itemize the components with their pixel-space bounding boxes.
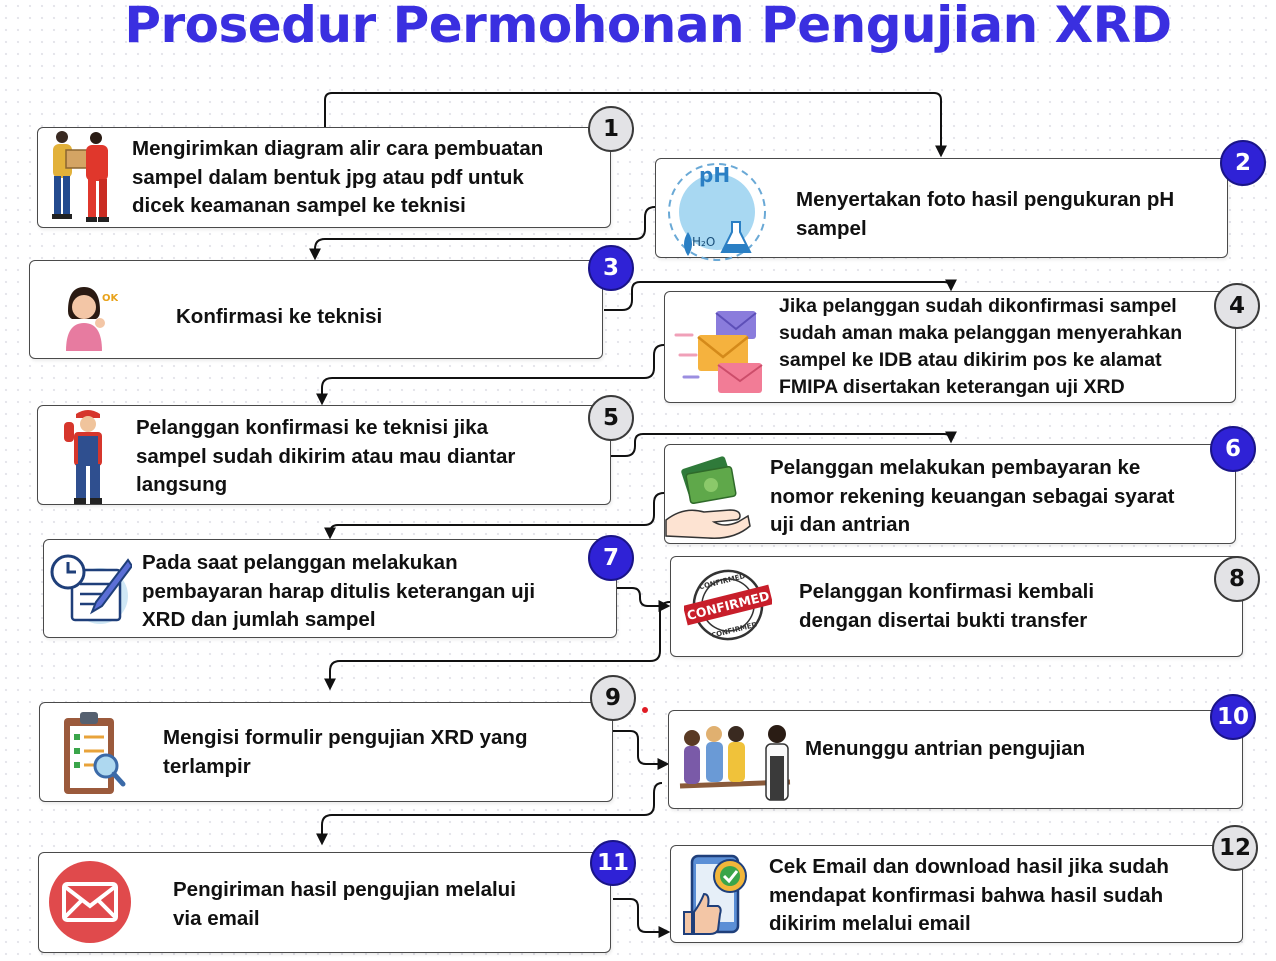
technician-icon: [60, 406, 116, 506]
step-9-box: [39, 702, 613, 802]
step-3-text: Konfirmasi ke teknisi: [176, 305, 383, 328]
step-5-box: [37, 405, 611, 505]
ok-gesture-woman-icon: OK!: [58, 283, 123, 353]
step-1-badge: 1: [588, 106, 634, 152]
connector-5-6: [611, 431, 957, 457]
step-9-badge: 9: [590, 675, 636, 721]
step-7-badge: 7: [588, 535, 634, 581]
step-11-badge: 11: [590, 840, 636, 886]
step-4-badge: 4: [1214, 283, 1260, 329]
confirmed-stamp-icon: CONFIRMED CONFIRMED CONFIRMED: [682, 567, 774, 643]
phone-thumbs-up-icon: [680, 852, 760, 938]
delivery-people-icon: [44, 128, 116, 228]
svg-text:pH: pH: [699, 163, 730, 187]
step-6-box: [664, 444, 1236, 544]
envelopes-icon: [674, 305, 772, 403]
step-2-badge: 2: [1220, 140, 1266, 186]
step-6-badge: 6: [1210, 426, 1256, 472]
connector-4-5: [316, 344, 665, 406]
connector-2-3: [309, 206, 656, 261]
svg-text:H₂O: H₂O: [692, 235, 715, 249]
step-12-badge: 12: [1212, 825, 1258, 871]
connector-8-9: [324, 601, 671, 691]
step-3-badge: 3: [588, 245, 634, 291]
connector-9-10: [613, 730, 670, 770]
page-title: Prosedur Permohonan Pengujian XRD: [124, 0, 1172, 54]
ph-measurement-icon: pH H₂O: [666, 160, 768, 264]
connector-6-7: [324, 492, 665, 540]
step-7-box: [43, 539, 617, 638]
queue-people-icon: [678, 712, 802, 806]
svg-text:OK!: OK!: [102, 293, 118, 304]
step-3-box: [29, 260, 603, 359]
step-8-box: [670, 556, 1243, 657]
step-2-box: [655, 158, 1228, 258]
step-11-box: [38, 852, 611, 953]
step-8-badge: 8: [1214, 556, 1260, 602]
clock-writing-icon: [50, 552, 134, 628]
step-5-badge: 5: [588, 395, 634, 441]
clipboard-checklist-icon: [60, 710, 126, 796]
connector-11-12: [613, 898, 671, 938]
email-envelope-icon: [48, 860, 132, 944]
step-10-badge: 10: [1210, 694, 1256, 740]
step-4-text: Jika pelanggan sudah dikonfirmasi sampel…: [779, 295, 1183, 398]
money-hand-icon: [664, 456, 752, 542]
red-dot: [642, 707, 648, 713]
step-10-text: Menunggu antrian pengujian: [805, 737, 1086, 760]
connector-7-8: [617, 587, 671, 612]
connector-10-11: [316, 782, 663, 846]
step-1-box: [37, 127, 611, 228]
connector-3-4: [604, 279, 957, 311]
connector-1-2: [324, 92, 947, 158]
step-12-box: [670, 845, 1243, 943]
step-10-box: [668, 710, 1243, 809]
